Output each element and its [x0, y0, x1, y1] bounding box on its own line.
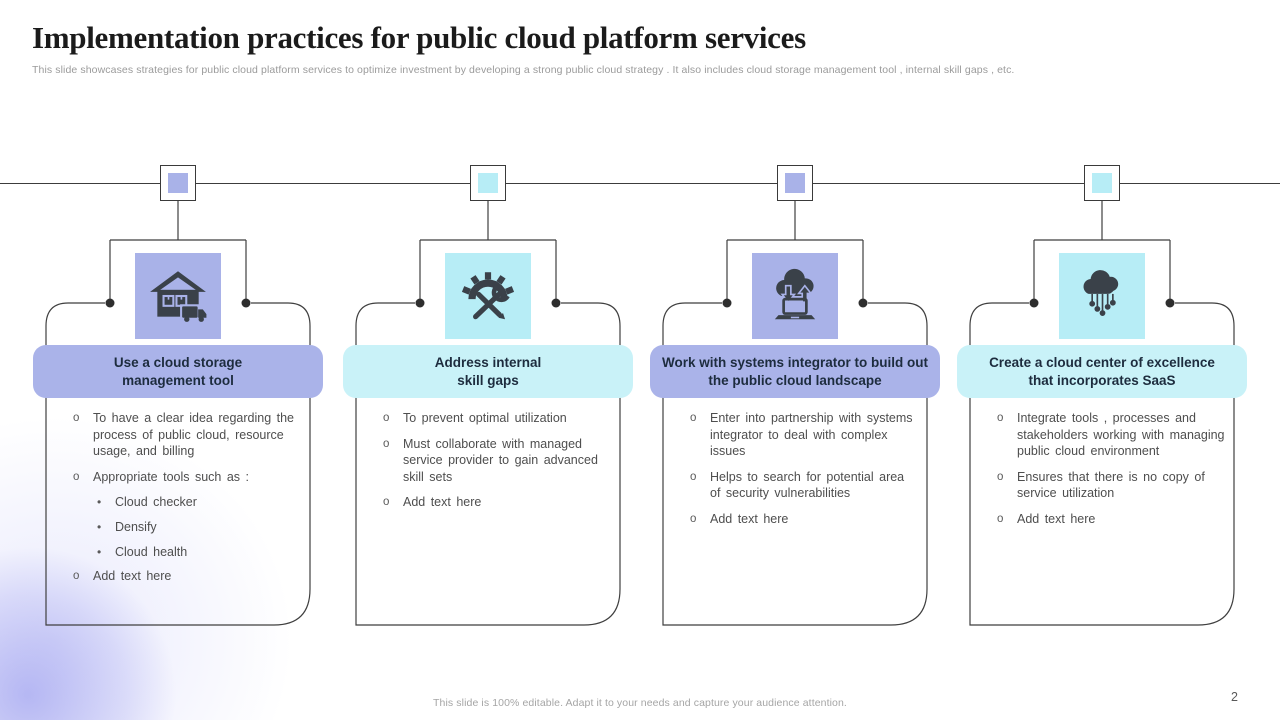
list-item-text: Integrate tools , processes and stakehol… — [1017, 411, 1225, 458]
list-item: o Ensures that there is no copy of servic… — [997, 469, 1225, 502]
list-item-text: Helps to search for potential area of se… — [710, 469, 905, 501]
column-bullet-list: o Enter into partnership with systems int… — [690, 410, 918, 536]
bullet-marker: o — [73, 570, 80, 583]
list-item: o Integrate tools , processes and stakeho… — [997, 410, 1225, 460]
list-item-text: Add text here — [93, 569, 172, 584]
cloud-transfer-laptop-icon — [774, 268, 816, 320]
list-item-text: Cloud health — [115, 544, 188, 559]
connector-lines — [355, 201, 621, 626]
list-item-text: Cloud checker — [115, 495, 197, 509]
bullet-marker: o — [690, 412, 697, 424]
timeline-node — [160, 165, 196, 201]
column-title: Use a cloud storage management tool — [113, 354, 243, 388]
list-item: • Cloud checker — [97, 494, 301, 511]
bullet-marker: o — [73, 412, 80, 424]
icon-box — [445, 253, 531, 339]
bullet-marker: o — [690, 470, 697, 483]
list-item-text: Densify — [115, 519, 157, 534]
list-item-text: Add text here — [1017, 511, 1096, 526]
list-item: o To have a clear idea regarding the proc… — [73, 410, 301, 460]
bullet-marker: o — [383, 496, 390, 508]
warehouse-truck-icon — [150, 271, 207, 322]
page-number: 2 — [1231, 690, 1238, 704]
bullet-marker: o — [383, 412, 390, 424]
column-title: Address internal skill gaps — [434, 354, 542, 388]
bullet-marker: o — [690, 512, 697, 525]
list-item: o Helps to search for potential area of s… — [690, 469, 918, 502]
timeline-node-marker — [1092, 173, 1112, 193]
bullet-marker: o — [383, 437, 390, 450]
list-item: o Enter into partnership with systems int… — [690, 410, 918, 460]
column-bullet-list: o Integrate tools , processes and stakeho… — [997, 410, 1225, 536]
column-title: Work with systems integrator to build ou… — [661, 354, 929, 388]
connector-lines — [969, 201, 1235, 626]
timeline-node — [777, 165, 813, 201]
list-item: o Appropriate tools such as : — [73, 469, 301, 486]
bullet-marker: • — [97, 544, 102, 559]
practice-column-cloud-storage: Use a cloud storage management tool o To … — [23, 160, 333, 642]
column-title-bar: Create a cloud center of excellence that… — [957, 345, 1247, 398]
timeline-node-marker — [785, 173, 805, 193]
list-item-text: Ensures that there is no copy of service… — [1017, 469, 1205, 501]
timeline-node — [470, 165, 506, 201]
list-item: • Cloud health — [97, 544, 301, 561]
practice-column-center-of-excellence: Create a cloud center of excellence that… — [947, 160, 1257, 642]
list-item: o Add text here — [73, 568, 301, 585]
bullet-marker: o — [997, 512, 1004, 525]
list-item-text: Must collaborate with managed service pr… — [403, 436, 598, 484]
list-item-text: To prevent optimal utilization — [403, 411, 567, 425]
column-bullet-list: o To have a clear idea regarding the proc… — [73, 410, 301, 594]
list-item: o Add text here — [997, 511, 1225, 528]
list-item-text: To have a clear idea regarding the proce… — [93, 411, 295, 458]
list-item-text: Appropriate tools such as : — [93, 469, 249, 484]
page-title: Implementation practices for public clou… — [32, 20, 806, 55]
icon-box — [752, 253, 838, 339]
list-item-text: Add text here — [403, 495, 482, 509]
list-item: o Add text here — [690, 511, 918, 528]
practice-column-systems-integrator: Work with systems integrator to build ou… — [640, 160, 950, 642]
list-item-text: Add text here — [710, 511, 789, 526]
list-item: o Must collaborate with managed service p… — [383, 436, 611, 486]
bullet-marker: • — [97, 495, 102, 509]
icon-box — [1059, 253, 1145, 339]
page-subtitle: This slide showcases strategies for publ… — [32, 63, 1015, 76]
slide-header: Implementation practices for public clou… — [32, 20, 1248, 76]
column-title-bar: Use a cloud storage management tool — [33, 345, 323, 398]
practice-column-skill-gaps: Address internal skill gaps o To prevent … — [333, 160, 643, 642]
footer-note: This slide is 100% editable. Adapt it to… — [433, 697, 847, 709]
timeline-line — [0, 183, 1280, 184]
cloud-network-icon — [1083, 270, 1119, 316]
bullet-marker: • — [97, 519, 102, 534]
list-item: o To prevent optimal utilization — [383, 410, 611, 427]
gear-tools-icon — [461, 272, 515, 320]
timeline-node-marker — [168, 173, 188, 193]
list-item: o Add text here — [383, 494, 611, 511]
icon-box — [135, 253, 221, 339]
timeline-node — [1084, 165, 1120, 201]
bullet-marker: o — [73, 470, 80, 483]
column-title-bar: Work with systems integrator to build ou… — [650, 345, 940, 398]
column-title-bar: Address internal skill gaps — [343, 345, 633, 398]
bullet-marker: o — [997, 412, 1004, 424]
connector-lines — [45, 201, 311, 626]
timeline-node-marker — [478, 173, 498, 193]
connector-lines — [662, 201, 928, 626]
bullet-marker: o — [997, 470, 1004, 483]
list-item-text: Enter into partnership with systems inte… — [710, 411, 913, 458]
column-title: Create a cloud center of excellence that… — [989, 354, 1215, 388]
list-item: • Densify — [97, 519, 301, 536]
